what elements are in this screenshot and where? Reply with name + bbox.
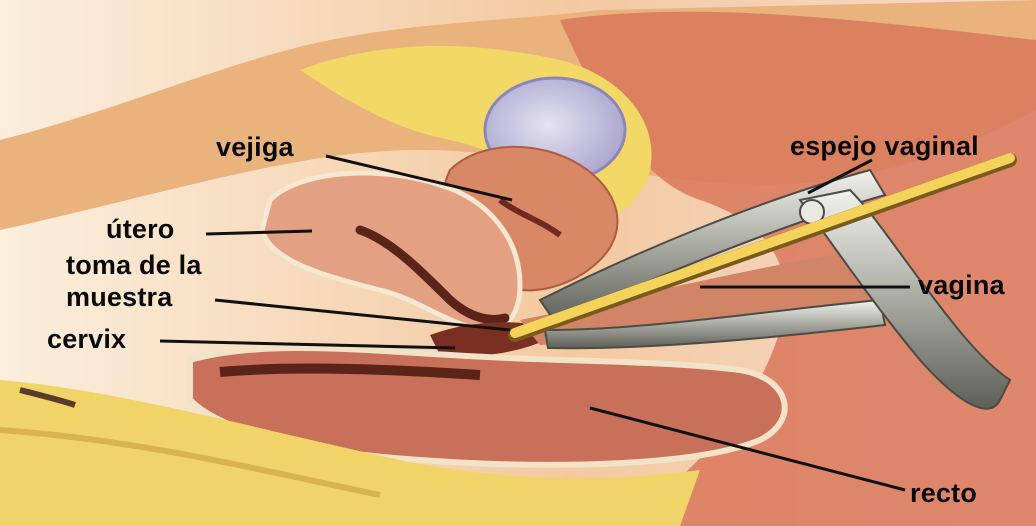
label-recto: recto (910, 478, 977, 508)
label-utero: útero (106, 214, 175, 244)
label-espejo-vaginal: espejo vaginal (790, 131, 979, 161)
label-toma-line1: toma de la (66, 250, 202, 280)
label-vejiga: vejiga (216, 132, 294, 162)
label-vagina: vagina (918, 270, 1005, 300)
label-toma-line2: muestra (66, 282, 172, 312)
label-cervix: cervix (47, 324, 126, 354)
